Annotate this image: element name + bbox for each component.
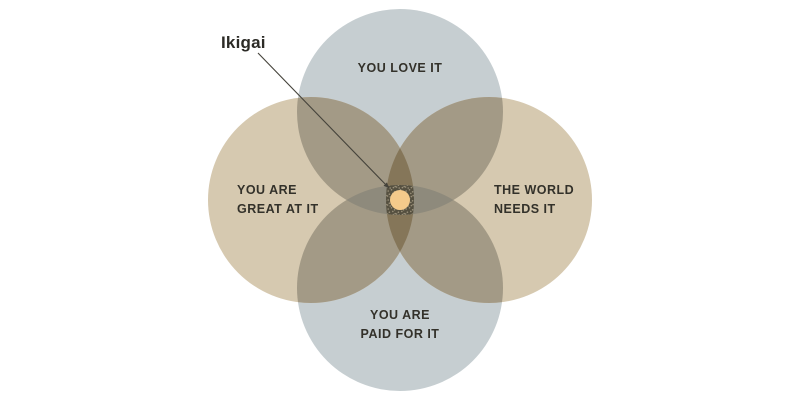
- label-the-world-needs-it: THE WORLD NEEDS IT: [494, 181, 574, 219]
- label-line: NEEDS IT: [494, 202, 556, 216]
- label-line: YOU ARE: [370, 308, 430, 322]
- label-line: GREAT AT IT: [237, 202, 319, 216]
- label-you-are-paid-for-it: YOU ARE PAID FOR IT: [320, 306, 480, 344]
- label-line: YOU ARE: [237, 183, 297, 197]
- ikigai-annotation-label: Ikigai: [221, 33, 266, 52]
- label-line: THE WORLD: [494, 183, 575, 197]
- label-line: PAID FOR IT: [360, 327, 440, 341]
- label-you-love-it: YOU LOVE IT: [320, 61, 480, 76]
- label-line: YOU LOVE IT: [357, 61, 443, 75]
- label-you-are-great-at-it: YOU ARE GREAT AT IT: [237, 181, 319, 219]
- ikigai-pointer-line: [257, 52, 390, 189]
- ikigai-center-dot: [390, 190, 410, 210]
